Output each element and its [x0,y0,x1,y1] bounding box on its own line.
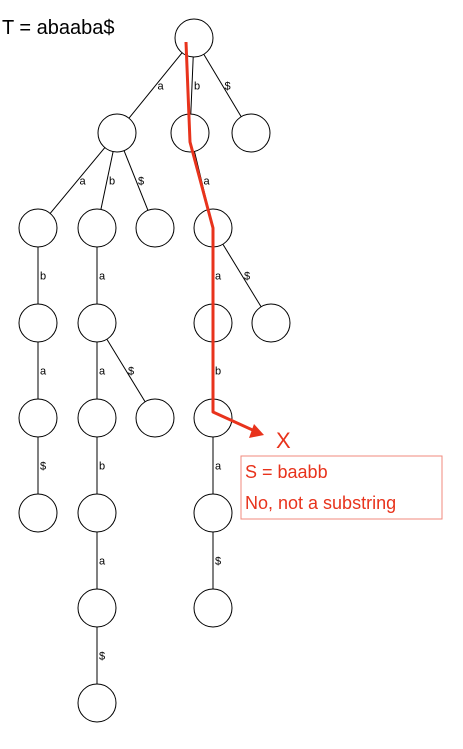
text-string-label: T = abaaba$ [2,17,115,39]
search-path [184,41,258,434]
query-annotation-box [240,455,443,520]
node-aaba [18,398,58,438]
node-aaba-end [18,493,58,533]
edge-a-to-ab [100,151,114,210]
edge-label-aba-end: $ [128,366,134,378]
node-abaa [77,398,117,438]
edge-label-end: $ [225,81,231,93]
trie-nodes [18,18,291,723]
edge-aba-to-aba-end [106,338,146,403]
node-aba [77,303,117,343]
edge-label-ab: b [109,176,115,188]
edge-label-baa: a [215,271,222,283]
mismatch-mark: X [276,428,291,453]
query-result-label: No, not a substring [245,493,396,513]
edge-label-baab: b [215,366,221,378]
edge-label-aba: a [99,271,106,283]
node-aba-end [135,398,175,438]
edge-label-ba-end: $ [244,271,250,283]
node-aab [18,303,58,343]
edge-label-abaaba: a [99,556,106,568]
node-abaaba-end [77,683,117,723]
edge-label-ba: a [204,176,211,188]
node-baaba-end [193,588,233,628]
edge-a-to-aa [49,147,106,214]
node-root [174,18,214,58]
edge-label-abaab: b [99,461,105,473]
edge-label-aaba-end: $ [40,461,46,473]
node-abaaba [77,588,117,628]
edge-root-to-b [190,56,194,115]
node-abaab [77,493,117,533]
node-a-end [135,208,175,248]
node-ba-end [251,303,291,343]
edge-label-aa: a [80,176,87,188]
edge-label-b: b [194,81,200,93]
edge-label-aaba: a [40,366,47,378]
edge-label-baaba-end: $ [215,556,221,568]
node-end [231,113,271,153]
node-ab [77,208,117,248]
edge-label-abaaba-end: $ [99,651,105,663]
edge-label-abaa: a [99,366,106,378]
edge-root-to-a [128,52,183,119]
edge-a-to-a-end [123,150,149,211]
trie-edges [37,52,262,684]
edge-label-a-end: $ [138,176,144,188]
node-baaba [193,493,233,533]
edge-label-aab: b [40,271,46,283]
edge-root-to-end [203,54,242,117]
search-arrowhead [249,424,264,438]
node-a [97,113,137,153]
edge-ba-to-ba-end [222,243,262,308]
trie-edge-labels: a b $ a b $ a b a a $ a a $ b $ b a a $ $ [40,81,250,663]
query-string-label: S = baabb [245,462,328,482]
edge-label-a: a [158,81,165,93]
node-aa [18,208,58,248]
edge-label-baaba: a [215,461,222,473]
